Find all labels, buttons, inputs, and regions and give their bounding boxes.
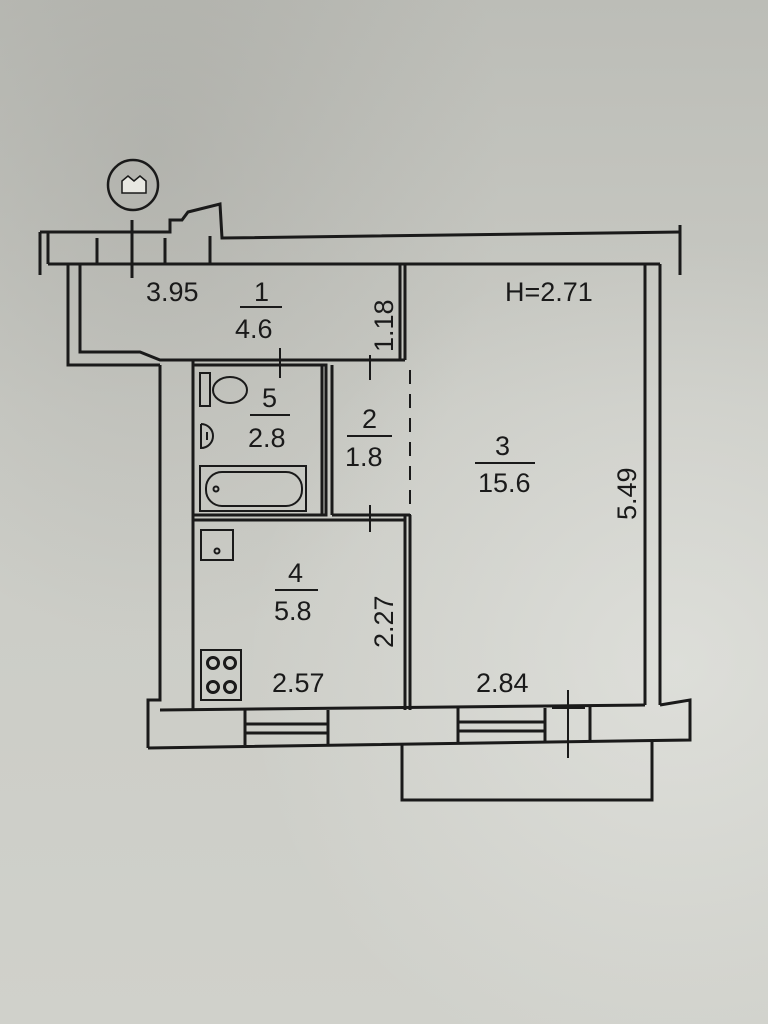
- room-3-area: 15.6: [478, 468, 531, 498]
- right-exterior-wall: [643, 264, 662, 705]
- room-5-area: 2.8: [248, 423, 286, 453]
- room-1-number: 1: [254, 277, 269, 307]
- toilet-icon: [199, 372, 248, 407]
- room-width-dimension: 2.84: [476, 668, 529, 698]
- hall-width-dimension: 3.95: [146, 277, 199, 307]
- hallway-walls: [66, 264, 407, 367]
- room-4-area: 5.8: [274, 596, 312, 626]
- kitchen-width-dimension: 2.57: [272, 668, 325, 698]
- kitchen-depth-dimension: 2.27: [369, 595, 399, 648]
- room-3-number: 3: [495, 431, 510, 461]
- ceiling-height-label: H=2.71: [505, 277, 593, 307]
- balcony-outline: [400, 740, 654, 802]
- sink-icon: [200, 423, 214, 450]
- room-2-area: 1.8: [345, 442, 383, 472]
- room-5-number: 5: [262, 383, 277, 413]
- top-exterior-wall: [38, 202, 682, 278]
- hall-depth-dimension: 1.18: [369, 299, 399, 352]
- kitchen-sink-icon: [200, 529, 234, 561]
- room-4-number: 4: [288, 558, 303, 588]
- north-compass-icon: [106, 158, 160, 212]
- bottom-exterior-wall: [147, 698, 692, 802]
- bathtub-icon: [199, 465, 307, 512]
- room-label-fraction-lines: [240, 306, 535, 591]
- room-1-area: 4.6: [235, 314, 273, 344]
- room-2-number: 2: [362, 404, 377, 434]
- left-exterior-wall: [146, 360, 195, 748]
- stove-icon: [200, 649, 242, 701]
- room-length-dimension: 5.49: [612, 467, 642, 520]
- dimension-ticks: [279, 348, 585, 758]
